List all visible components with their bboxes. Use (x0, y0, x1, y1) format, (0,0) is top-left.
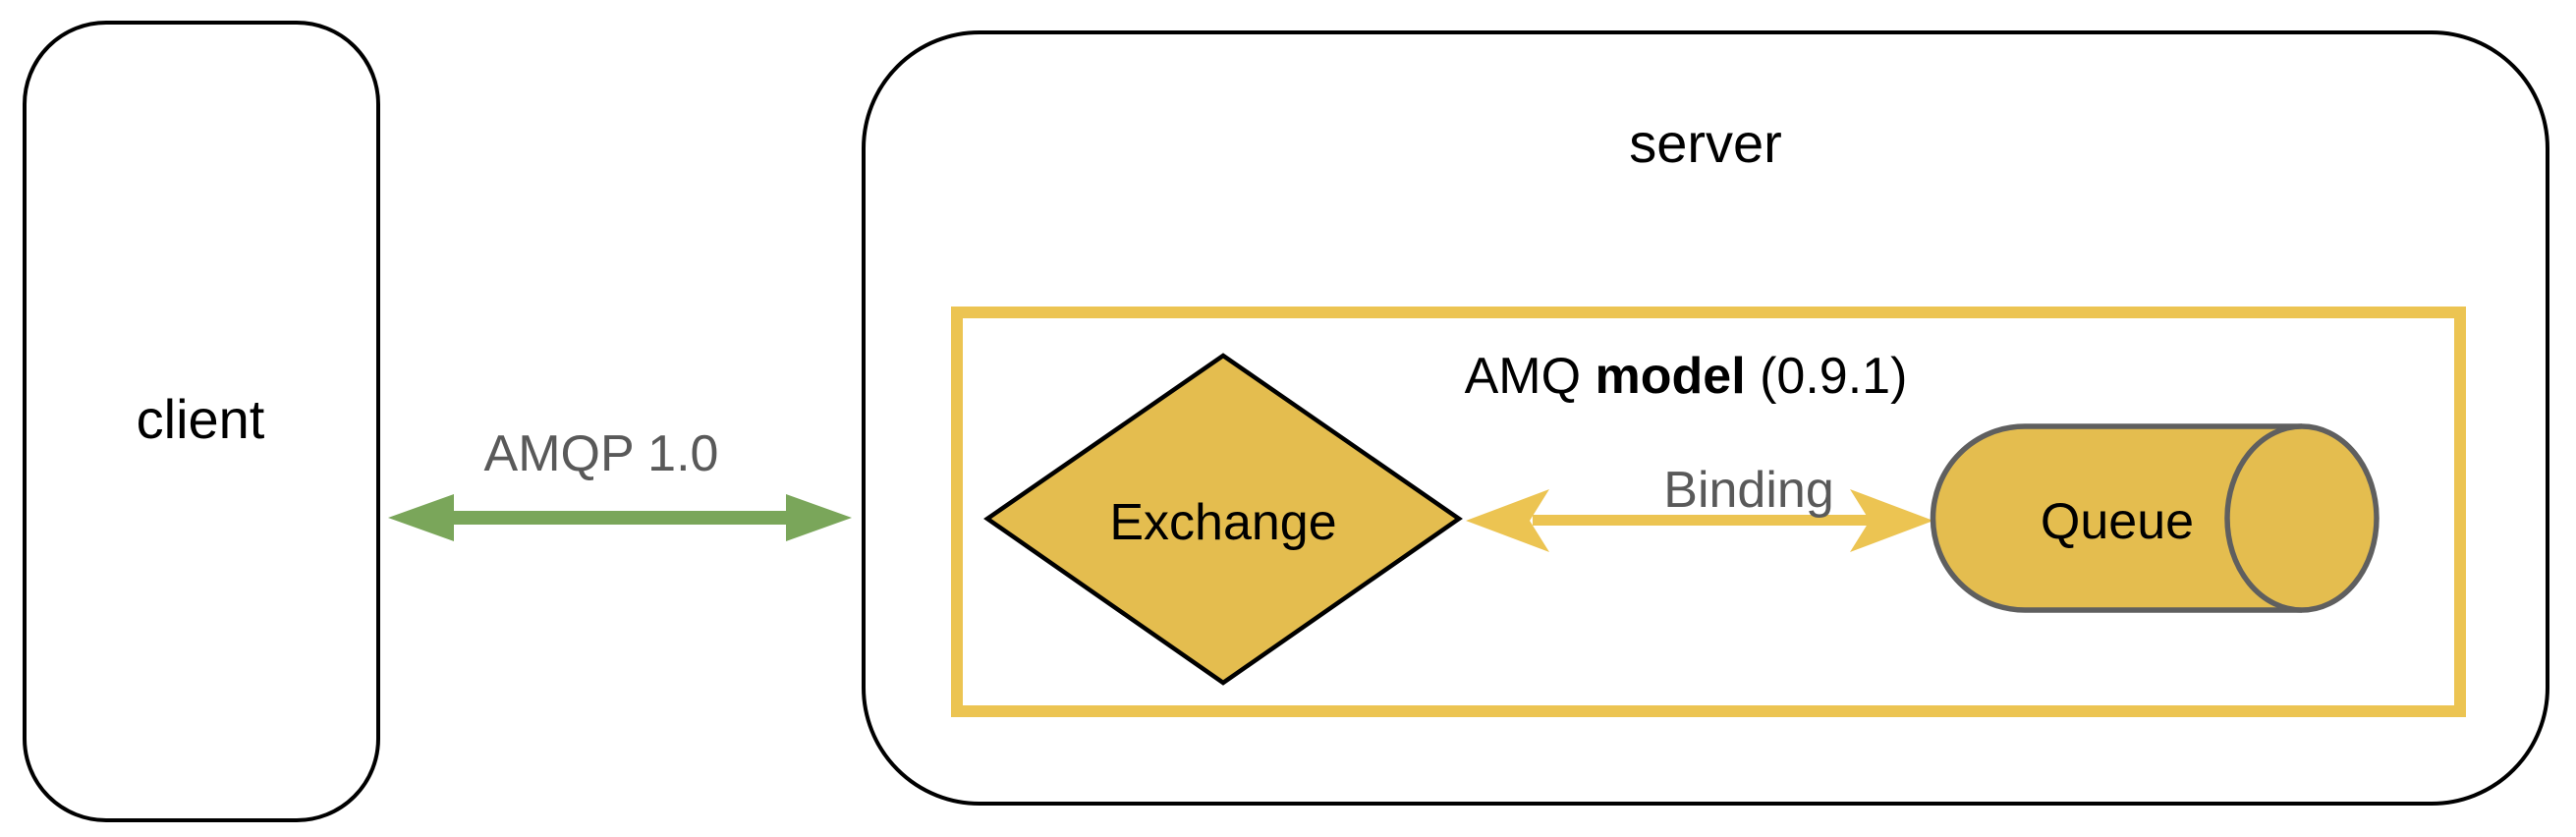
amqp-arrow-icon (388, 494, 852, 541)
client-box (23, 21, 380, 822)
exchange-label: Exchange (1109, 494, 1337, 551)
amqp-version-label: AMQP 1.0 (483, 425, 719, 482)
binding-label: Binding (1663, 462, 1834, 519)
queue-cylinder-shape (1930, 423, 2380, 613)
amq-model-title-suffix: (0.9.1) (1745, 348, 1908, 405)
amq-model-box (951, 307, 2466, 717)
client-label: client (136, 388, 265, 450)
amq-model-title-bold: model (1595, 348, 1746, 405)
server-label: server (1629, 112, 1782, 174)
queue-label: Queue (2040, 493, 2195, 550)
queue-cylinder-end-cap (2224, 423, 2380, 613)
exchange-diamond-shape (983, 353, 1463, 686)
amq-model-title: AMQ model (0.9.1) (1465, 351, 1908, 402)
binding-arrow-icon (1466, 489, 1933, 552)
amq-model-title-prefix: AMQ (1464, 348, 1596, 405)
queue-cylinder-body (1930, 423, 2302, 613)
